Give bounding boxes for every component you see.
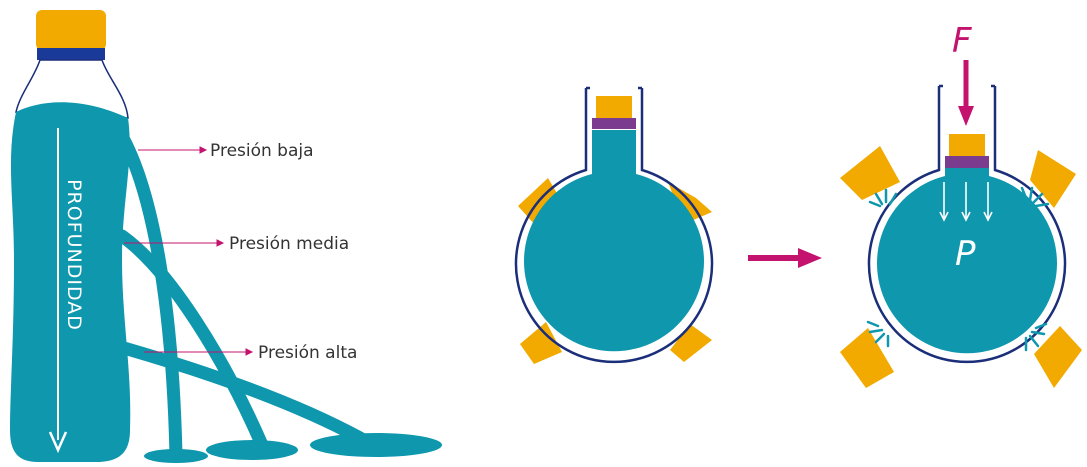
ejected-stopper-upper-left [840,146,900,200]
puddle-high [310,433,442,457]
flask-before [516,88,712,364]
ejected-stopper-lower-right [1034,326,1082,388]
bottle-illustration: PROFUNDIDAD Presión baja Presión media P… [10,10,442,463]
jet-low [124,140,176,455]
label-high-pressure: Presión alta [258,343,357,363]
piston-after-block [949,134,985,156]
piston-block [596,96,632,118]
label-medium-pressure: Presión media [229,234,349,254]
stopper-lower-right [670,324,712,362]
force-symbol: F [952,21,972,61]
depth-label: PROFUNDIDAD [63,179,85,331]
piston-seal [592,118,636,129]
flask-after: P F [840,21,1082,388]
puddle-low [144,449,208,463]
ejected-stopper-lower-left [840,328,894,388]
bottle-cap-ring [37,48,105,60]
jet-medium [122,236,262,445]
piston-after-seal [945,156,989,168]
flask-water [524,130,704,351]
pressure-symbol: P [955,234,976,274]
puddle-medium [206,440,298,460]
bottle-cap [36,10,106,50]
label-low-pressure: Presión baja [210,141,314,161]
transition-arrow-icon [748,248,822,268]
force-arrow-icon [958,60,974,126]
